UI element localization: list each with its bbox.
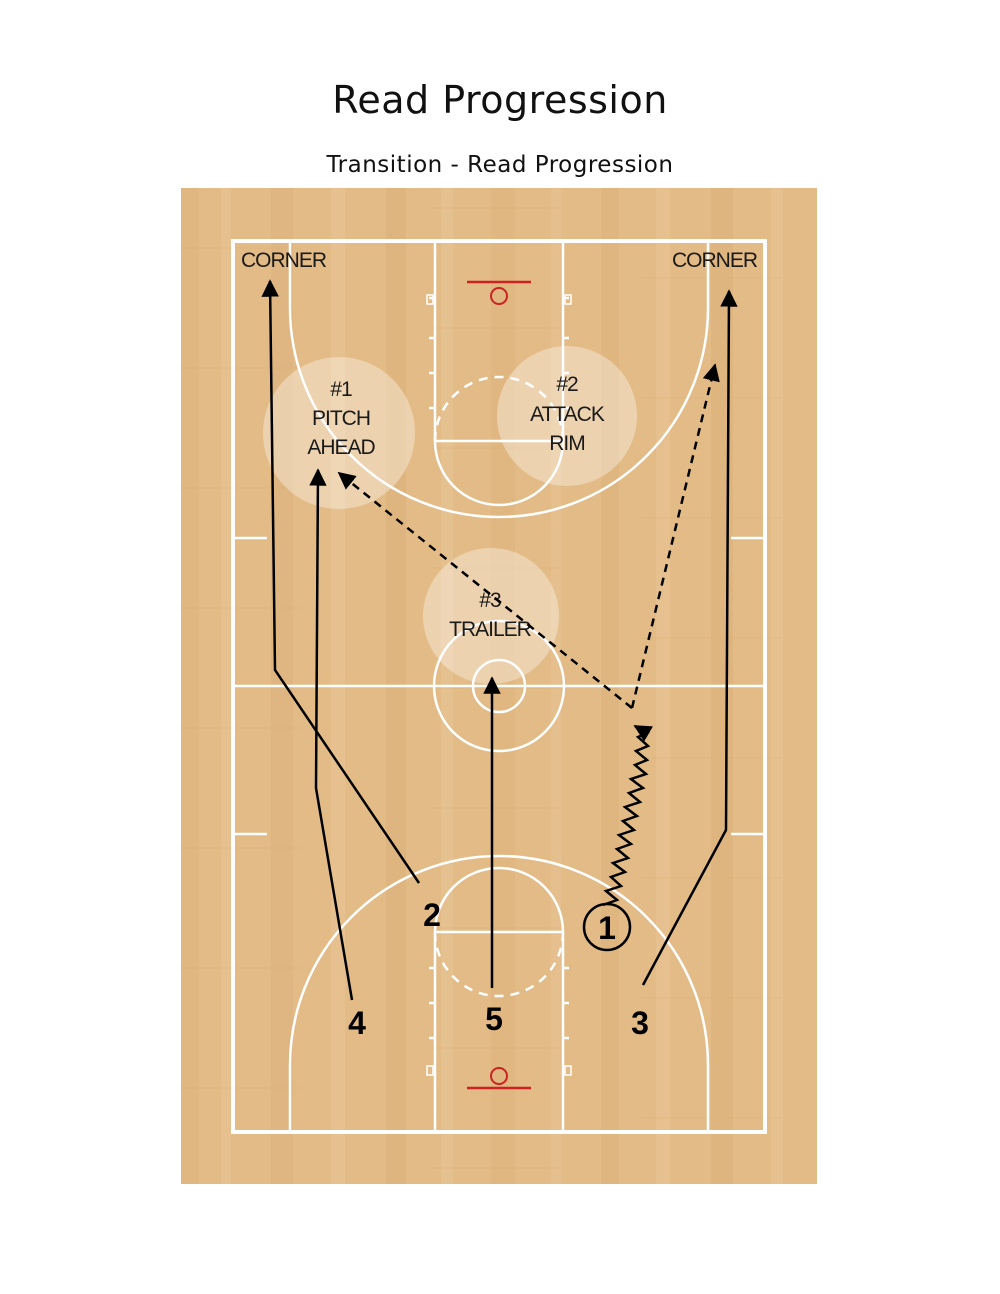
- court-diagram: CORNER CORNER #1 PITCH AHEAD #2 ATTACK R…: [181, 188, 817, 1184]
- label-option3-line1: #3: [479, 589, 501, 612]
- zone-trailer: [423, 548, 559, 684]
- label-option1-line2: PITCH: [312, 407, 370, 430]
- pass-path-right-wing: [630, 363, 720, 709]
- player-1-marker: 1: [582, 902, 632, 952]
- court-lines: [231, 239, 767, 1134]
- bottom-basket: [467, 1067, 531, 1090]
- label-option2-line3: RIM: [549, 432, 585, 455]
- player-5-number: 5: [485, 1001, 503, 1037]
- label-option2-line2: ATTACK: [530, 403, 605, 426]
- player-4-number: 4: [348, 1005, 366, 1041]
- top-basket: [467, 280, 531, 305]
- court-svg: CORNER CORNER #1 PITCH AHEAD #2 ATTACK R…: [181, 188, 817, 1184]
- page-subtitle: Transition - Read Progression: [326, 152, 674, 178]
- cut-path-player-2: [261, 279, 421, 884]
- zone-attack-rim: [497, 346, 637, 486]
- page-title: Read Progression: [332, 78, 668, 122]
- cut-path-player-4: [309, 468, 354, 1001]
- label-option3-line2: TRAILER: [449, 618, 532, 641]
- cut-path-player-3: [641, 289, 738, 986]
- dribble-path-player-1: [602, 724, 654, 907]
- label-option1-line3: AHEAD: [307, 436, 375, 459]
- pass-path-pitch-ahead: [337, 471, 633, 709]
- zone-pitch-ahead: [263, 357, 415, 509]
- player-1-number: 1: [598, 910, 616, 946]
- label-corner-left: CORNER: [241, 249, 327, 272]
- label-option1-line1: #1: [330, 378, 352, 401]
- label-corner-right: CORNER: [672, 249, 758, 272]
- player-3-number: 3: [631, 1005, 649, 1041]
- player-2-number: 2: [423, 897, 441, 933]
- label-option2-line1: #2: [556, 373, 578, 396]
